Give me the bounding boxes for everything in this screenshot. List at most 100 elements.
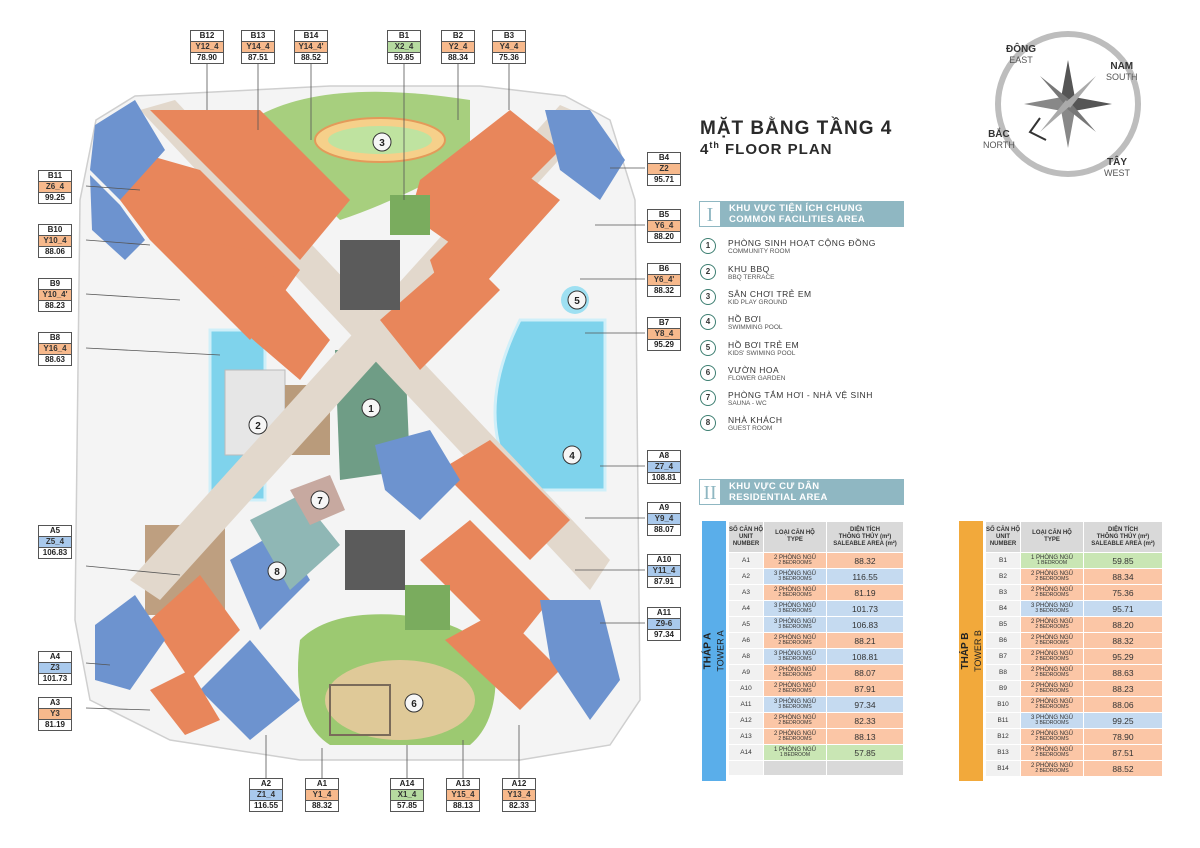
core-south bbox=[345, 530, 405, 590]
cell-area: 87.51 bbox=[1083, 744, 1163, 761]
marker-2: 2 bbox=[255, 421, 261, 432]
cell-unit: B2 bbox=[985, 568, 1021, 585]
cell-unit: B5 bbox=[985, 616, 1021, 633]
cell-unit: A14 bbox=[728, 744, 764, 761]
cell-unit: B4 bbox=[985, 600, 1021, 617]
cell-area: 88.52 bbox=[1083, 760, 1163, 777]
marker-7: 7 bbox=[317, 496, 323, 507]
wing-a-se-green bbox=[405, 585, 450, 630]
cell-area: 75.36 bbox=[1083, 584, 1163, 601]
cell-unit: A2 bbox=[728, 568, 764, 585]
cell-area: 99.25 bbox=[1083, 712, 1163, 729]
facility-markers bbox=[248, 132, 587, 713]
cell-unit: A10 bbox=[728, 680, 764, 697]
cell-area: 88.07 bbox=[826, 664, 904, 681]
cell-area: 78.90 bbox=[1083, 728, 1163, 745]
cell-area: 97.34 bbox=[826, 696, 904, 713]
marker-8: 8 bbox=[274, 567, 280, 578]
wing-b-nw-blue2 bbox=[90, 175, 145, 260]
cell-unit: A8 bbox=[728, 648, 764, 665]
section-residential: II KHU VỰC CƯ DÂN RESIDENTIAL AREA bbox=[699, 479, 904, 505]
cell-area: 88.63 bbox=[1083, 664, 1163, 681]
cell-area: 88.20 bbox=[1083, 616, 1163, 633]
compass-rose-icon bbox=[995, 31, 1141, 177]
cell-area: 57.85 bbox=[826, 744, 904, 761]
wing-a-sw-units-d bbox=[150, 670, 220, 735]
page-title: MẶT BẰNG TẦNG 4 bbox=[700, 118, 893, 139]
cell-area: 81.19 bbox=[826, 584, 904, 601]
cell-area: 88.23 bbox=[1083, 680, 1163, 697]
cell-unit: B12 bbox=[985, 728, 1021, 745]
cell-area: 88.06 bbox=[1083, 696, 1163, 713]
wing-b-nw-units-a bbox=[150, 110, 350, 260]
cell-area: 95.71 bbox=[1083, 600, 1163, 617]
cell-unit: B9 bbox=[985, 680, 1021, 697]
wing-b-ne-units-a bbox=[410, 110, 560, 250]
cell-area: 88.32 bbox=[1083, 632, 1163, 649]
marker-3: 3 bbox=[379, 138, 385, 149]
cell-unit: A6 bbox=[728, 632, 764, 649]
cell-area: 106.83 bbox=[826, 616, 904, 633]
wing-b-nw-units-c bbox=[200, 240, 330, 380]
cell-area: 88.34 bbox=[1083, 568, 1163, 585]
cell-empty bbox=[826, 760, 904, 776]
cell-unit: B10 bbox=[985, 696, 1021, 713]
wing-b-nw-blue bbox=[90, 100, 165, 200]
